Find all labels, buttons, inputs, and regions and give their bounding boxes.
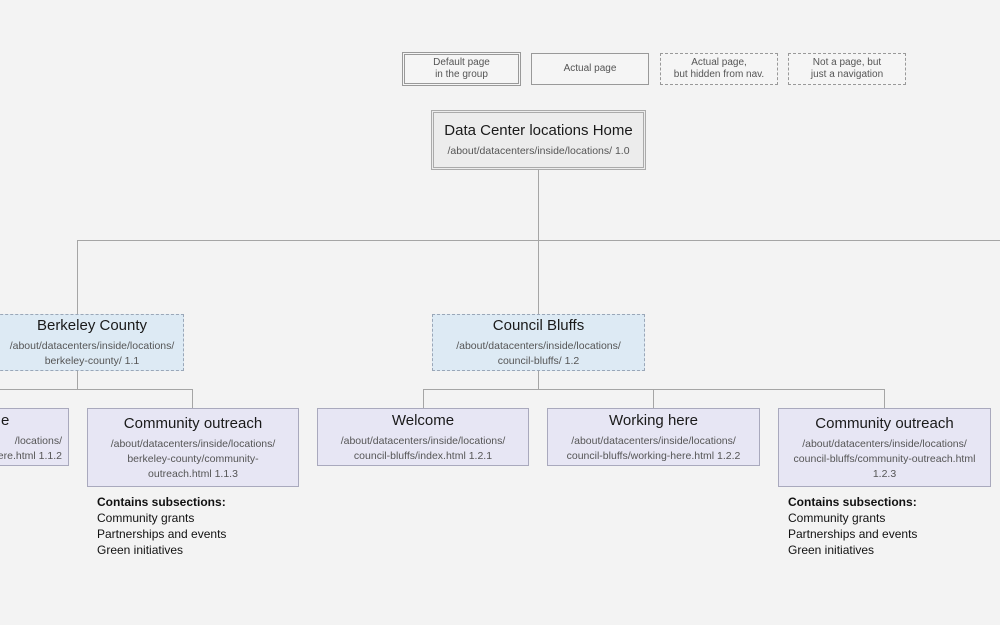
- subsection-item: Community grants: [788, 511, 886, 525]
- connector-line: [77, 240, 1000, 241]
- subsection-item: Green initiatives: [788, 543, 875, 557]
- node-title: Data Center locations Home: [444, 122, 633, 139]
- connector-line: [77, 240, 78, 314]
- council-bluffs-node: Council Bluffs /about/datacenters/inside…: [432, 314, 645, 371]
- council-working-here-node: Working here /about/datacenters/inside/l…: [547, 408, 760, 466]
- path-line: berkeley-county/ 1.1: [44, 355, 140, 367]
- node-path: /about/datacenters/inside/locations/ cou…: [567, 434, 741, 464]
- node-title: Council Bluffs: [492, 317, 585, 334]
- path-line: /about/datacenters/inside/locations/: [802, 437, 967, 450]
- connector-line: [538, 168, 539, 314]
- path-line: council-bluffs/index.html 1.2.1: [353, 449, 493, 462]
- path-line: ere.html 1.1.2: [0, 449, 62, 462]
- berkeley-child-partial-node: e /locations/ ere.html 1.1.2: [0, 408, 69, 466]
- path-line: /about/datacenters/inside/locations/ 1.0: [447, 145, 630, 157]
- node-path: /about/datacenters/inside/locations/ 1.0: [447, 144, 629, 159]
- node-path: /about/datacenters/inside/locations/ cou…: [794, 437, 976, 482]
- node-title: e: [1, 411, 10, 429]
- connector-line: [192, 389, 193, 409]
- council-welcome-node: Welcome /about/datacenters/inside/locati…: [317, 408, 529, 466]
- berkeley-community-outreach-node: Community outreach /about/datacenters/in…: [87, 408, 299, 487]
- path-line: /locations/: [14, 434, 62, 447]
- node-title: Community outreach: [123, 414, 263, 432]
- path-line: council-bluffs/working-here.html 1.2.2: [566, 449, 741, 462]
- node-title: Welcome: [391, 411, 455, 429]
- council-outreach-subsections: Contains subsections: Community grants P…: [788, 494, 917, 558]
- legend-text: Not a page, but: [812, 57, 882, 68]
- legend-text: Default page: [433, 57, 490, 68]
- subsection-item: Community grants: [97, 511, 195, 525]
- berkeley-county-node: Berkeley County /about/datacenters/insid…: [0, 314, 184, 371]
- subsection-item: Green initiatives: [97, 543, 184, 557]
- subsection-item: Partnerships and events: [97, 527, 227, 541]
- connector-line: [0, 389, 193, 390]
- legend-text: in the group: [435, 69, 488, 80]
- connector-line: [77, 370, 78, 390]
- path-line: /about/datacenters/inside/locations/: [456, 340, 621, 352]
- subsections-heading: Contains subsections:: [97, 495, 226, 509]
- path-line: 1.2.3: [872, 467, 897, 480]
- node-path: /locations/ ere.html 1.1.2: [0, 434, 62, 464]
- connector-line: [423, 389, 424, 409]
- berkeley-outreach-subsections: Contains subsections: Community grants P…: [97, 494, 226, 558]
- home-node: Data Center locations Home /about/datace…: [431, 110, 646, 170]
- connector-line: [538, 370, 539, 390]
- path-line: /about/datacenters/inside/locations/: [9, 340, 175, 352]
- legend-hidden-page: Actual page, but hidden from nav.: [660, 53, 778, 85]
- connector-line: [423, 389, 885, 390]
- subsection-item: Partnerships and events: [788, 527, 918, 541]
- legend-default-page: Default page in the group: [402, 52, 521, 86]
- path-line: berkeley-county/community-: [127, 452, 259, 465]
- path-line: /about/datacenters/inside/locations/: [571, 434, 736, 447]
- node-path: /about/datacenters/inside/locations/ cou…: [341, 434, 506, 464]
- node-title: Berkeley County: [36, 317, 148, 334]
- legend-text: Actual page: [563, 63, 617, 74]
- connector-line: [653, 389, 654, 409]
- connector-line: [884, 389, 885, 409]
- node-title: Working here: [609, 411, 698, 429]
- node-title: Community outreach: [815, 414, 954, 432]
- node-path: /about/datacenters/inside/locations/ ber…: [0, 339, 175, 369]
- path-line: council-bluffs/ 1.2: [497, 355, 580, 367]
- legend-text: just a navigation: [810, 69, 884, 80]
- legend-navigation: Not a page, but just a navigation: [788, 53, 906, 85]
- node-path: /about/datacenters/inside/locations/ ber…: [111, 437, 276, 482]
- path-line: /about/datacenters/inside/locations/: [340, 434, 506, 447]
- node-path: /about/datacenters/inside/locations/ cou…: [456, 339, 621, 369]
- subsections-heading: Contains subsections:: [788, 495, 917, 509]
- path-line: council-bluffs/community-outreach.html: [793, 452, 976, 465]
- path-line: outreach.html 1.1.3: [148, 467, 238, 480]
- legend-text: but hidden from nav.: [673, 69, 765, 80]
- council-community-outreach-node: Community outreach /about/datacenters/in…: [778, 408, 991, 487]
- legend-actual-page: Actual page: [531, 53, 649, 85]
- path-line: /about/datacenters/inside/locations/: [110, 437, 276, 450]
- legend-text: Actual page,: [691, 57, 747, 68]
